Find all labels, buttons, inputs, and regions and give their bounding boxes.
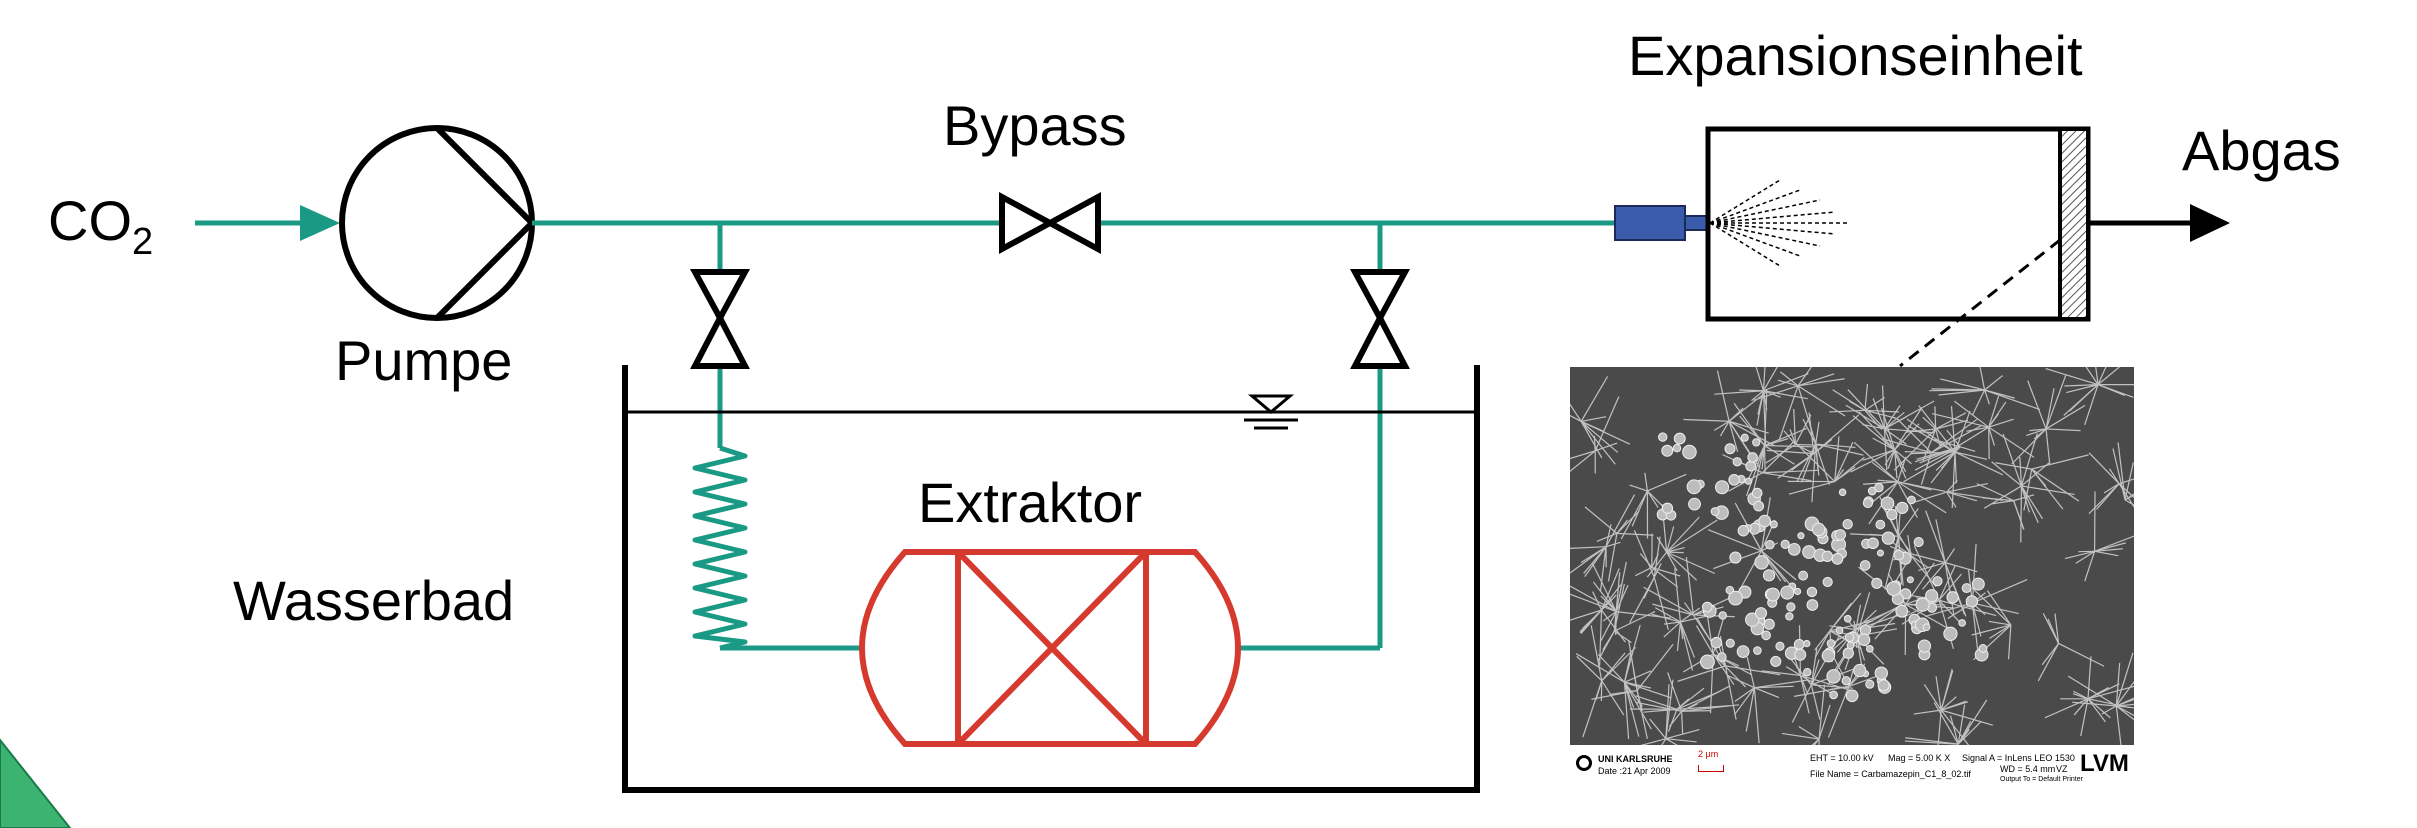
extractor-cross-2 bbox=[955, 549, 1149, 747]
sem-texture bbox=[1570, 367, 2134, 745]
sem-institution: UNI KARLSRUHE bbox=[1598, 754, 1673, 764]
sem-logo-icon bbox=[1576, 755, 1592, 771]
sem-scale-bar bbox=[1698, 765, 1724, 772]
co2-label: CO2 bbox=[48, 189, 153, 263]
sem-wd: WD = 5.4 mm bbox=[2000, 764, 2056, 774]
sem-mag: Mag = 5.00 K X bbox=[1888, 753, 1951, 763]
pump-symbol bbox=[339, 125, 535, 321]
nozzle-body bbox=[1614, 205, 1686, 241]
right-valve bbox=[1349, 269, 1411, 325]
expansion-filter bbox=[2058, 127, 2090, 321]
pump-label: Pumpe bbox=[335, 329, 512, 392]
bypass-label: Bypass bbox=[943, 94, 1127, 157]
sem-file: File Name = Carbamazepin_C1_8_02.tif bbox=[1810, 769, 1971, 779]
heat-exchanger-coil bbox=[692, 445, 748, 651]
exhaust-label: Abgas bbox=[2182, 119, 2341, 182]
sem-eht: EHT = 10.00 kV bbox=[1810, 753, 1874, 763]
right-valve-bottom bbox=[1350, 311, 1410, 369]
bypass-valve-right bbox=[1043, 191, 1101, 255]
inlet-arrow-head bbox=[300, 205, 340, 241]
water-bath-label: Wasserbad bbox=[233, 569, 514, 632]
water-bath bbox=[622, 365, 1480, 793]
sem-connector bbox=[1899, 238, 2061, 368]
expansion-unit-label: Expansionseinheit bbox=[1628, 24, 2083, 87]
sem-lvm-logo: LVM bbox=[2080, 750, 2129, 777]
exhaust-arrow-head bbox=[2190, 204, 2230, 242]
extractor-label: Extraktor bbox=[918, 471, 1142, 534]
corner-decoration bbox=[0, 738, 72, 828]
spray-cone bbox=[1709, 179, 1850, 267]
sem-info-bar: UNI KARLSRUHE Date :21 Apr 2009 2 µm EHT… bbox=[1570, 745, 2134, 787]
nozzle-tip bbox=[1684, 215, 1710, 231]
sem-scale-label: 2 µm bbox=[1698, 749, 1719, 759]
expansion-unit bbox=[1705, 126, 2091, 322]
sem-date: Date :21 Apr 2009 bbox=[1598, 766, 1671, 776]
sem-signal: Signal A = InLens LEO 1530 bbox=[1962, 753, 2075, 763]
left-valve bbox=[689, 269, 751, 325]
water-level-symbol bbox=[1247, 394, 1295, 414]
sem-output: Output To = Default Printer bbox=[2000, 776, 2083, 783]
bypass-valve bbox=[999, 191, 1057, 255]
sem-vz: VZ bbox=[2056, 764, 2068, 774]
extractor-packing bbox=[955, 549, 1149, 747]
sem-micrograph: UNI KARLSRUHE Date :21 Apr 2009 2 µm EHT… bbox=[1570, 367, 2134, 787]
left-valve-bottom bbox=[690, 311, 750, 369]
